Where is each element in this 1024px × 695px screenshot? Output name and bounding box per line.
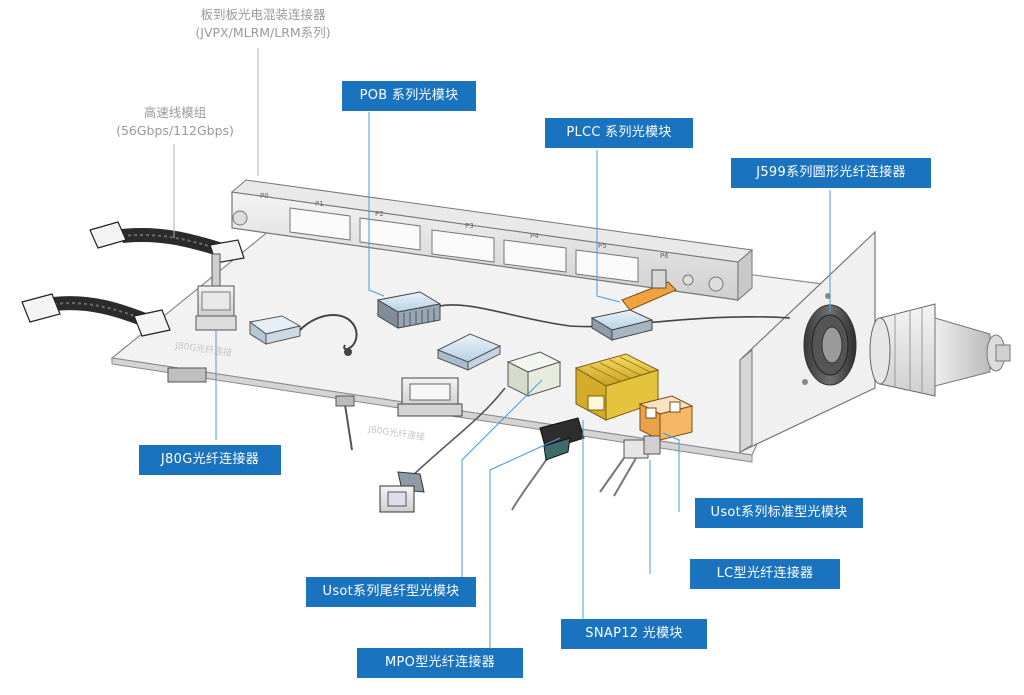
callout-usot-standard-module: Usot系列标准型光模块 (695, 498, 863, 528)
highspeed-cable-module-upper (89, 221, 245, 264)
board-mark-p3: P3 (465, 222, 474, 230)
board-mark-p1: P1 (315, 200, 324, 208)
callout-snap12-module: SNAP12 光模块 (561, 619, 707, 649)
mpo-plug (379, 387, 506, 513)
callout-plcc-module: PLCC 系列光模块 (545, 118, 693, 148)
snap12-module (574, 353, 660, 421)
board-mark-p2: P2 (375, 210, 384, 218)
pob-module (376, 291, 442, 329)
pob-fiber (439, 304, 791, 328)
usot-standard-module (638, 395, 694, 441)
j599-connector (803, 303, 1011, 397)
callout-usot-pigtail-module: Usot系列尾纤型光模块 (306, 577, 476, 607)
callout-lc-connector: LC型光纤连接器 (690, 559, 840, 589)
small-optical-module (248, 314, 358, 356)
j80g-connector (167, 253, 237, 383)
board-mark-p6: P6 (660, 252, 669, 260)
highspeed-label-title: 高速线模组 (143, 105, 207, 120)
callout-j80g-connector: J80G光纤连接器 (139, 445, 281, 475)
leader-lines (215, 112, 831, 648)
usot-small-module (506, 351, 562, 397)
mpo-adapter (335, 377, 463, 451)
backplane-label-title: 板到板光电混装连接器 (200, 7, 326, 22)
highspeed-module-label: 高速线模组 (56Gbps/112Gbps) (100, 104, 250, 140)
backplane-connector-strip (230, 179, 754, 302)
lc-connector (599, 435, 661, 497)
highspeed-label-subtitle: (56Gbps/112Gbps) (116, 123, 234, 138)
highspeed-cable-module-lower (21, 293, 171, 337)
board-mark-p0: P0 (260, 192, 269, 200)
label-guides (173, 48, 259, 238)
svg-text:J80G光纤连接: J80G光纤连接 (367, 423, 426, 443)
usot-pigtail-module (436, 333, 502, 371)
board-mark-p4: P4 (530, 232, 539, 240)
slot-marks: P0 P1 P2 P3 P4 P5 P6 (260, 192, 669, 260)
callout-pob-module: POB 系列光模块 (342, 81, 476, 111)
board-mark-p5: P5 (598, 242, 607, 250)
backplane-connector-label: 板到板光电混装连接器 (JVPX/MLRM/LRM系列) (178, 6, 348, 42)
mpo-cable (511, 417, 585, 511)
callout-mpo-connector: MPO型光纤连接器 (357, 648, 523, 678)
backplane-label-subtitle: (JVPX/MLRM/LRM系列) (195, 25, 331, 40)
callout-j599-connector: J599系列圆形光纤连接器 (731, 158, 931, 188)
plcc-module (590, 269, 677, 341)
